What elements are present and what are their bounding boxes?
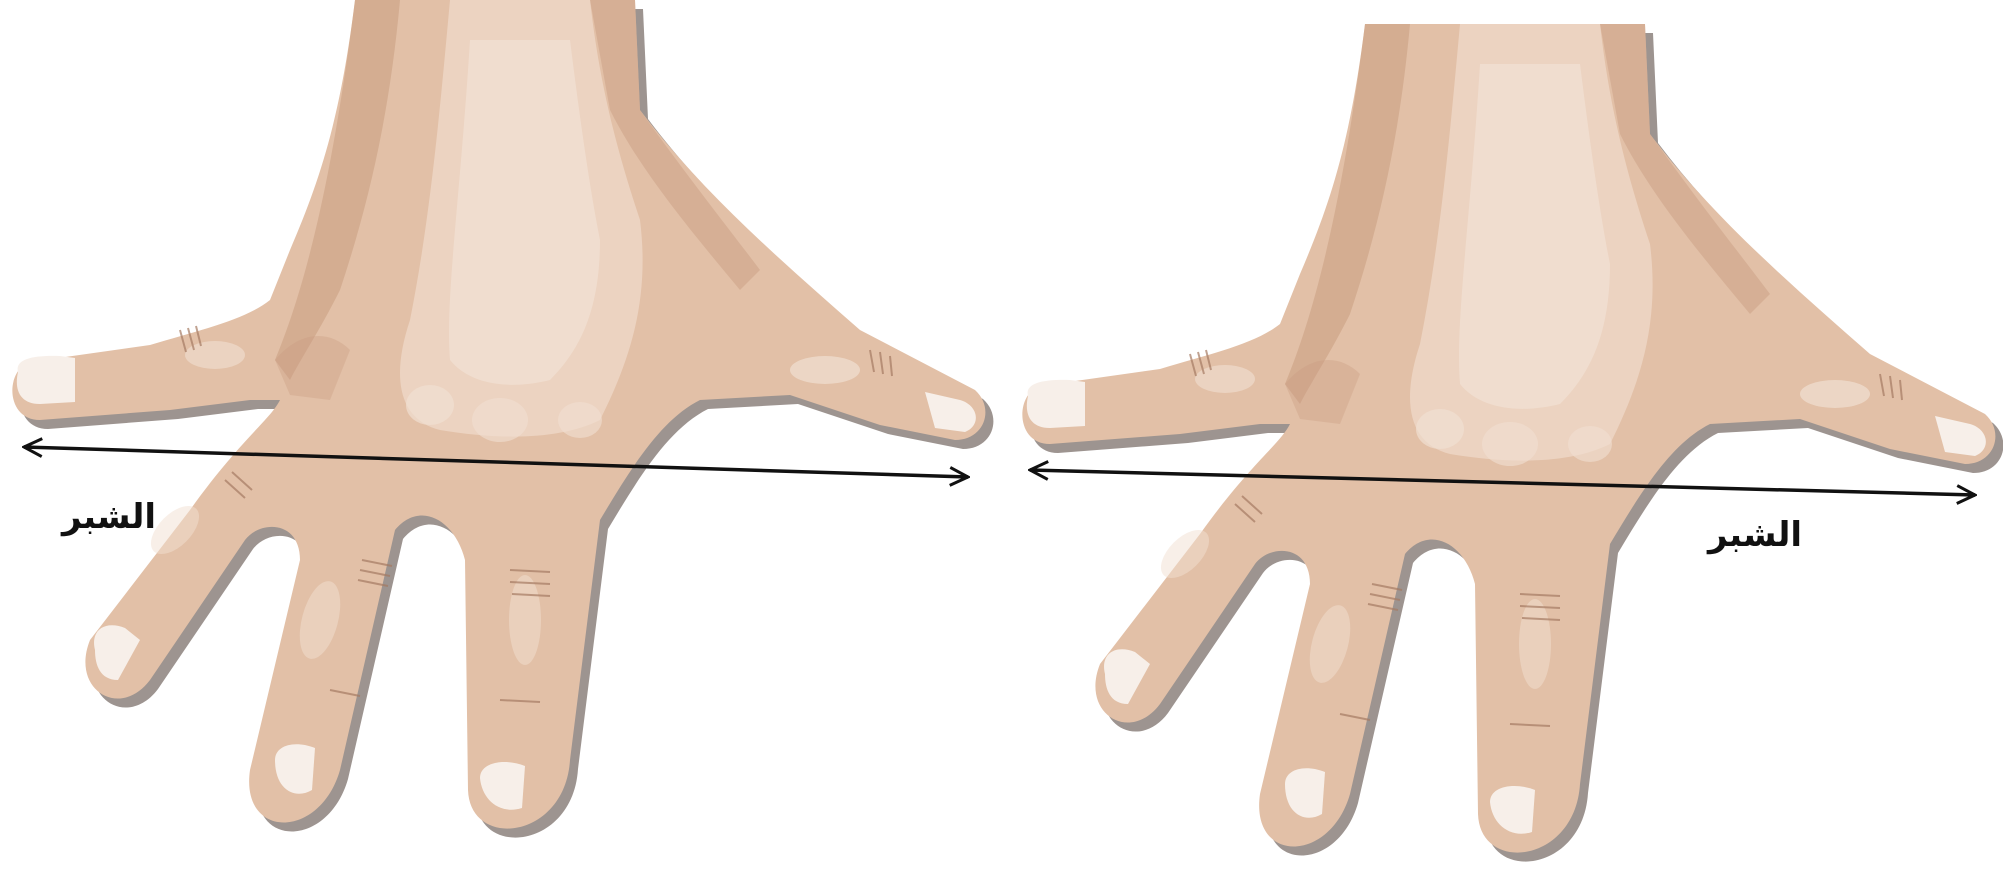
- hand-illustration-icon: [12, 0, 993, 838]
- left-hand-figure: [12, 0, 993, 838]
- right-hand-figure: [1022, 24, 2003, 862]
- span-label-left: الشبر: [62, 500, 156, 534]
- hand-illustration-icon: [1022, 24, 2003, 862]
- span-label-right: الشبر: [1708, 518, 1802, 552]
